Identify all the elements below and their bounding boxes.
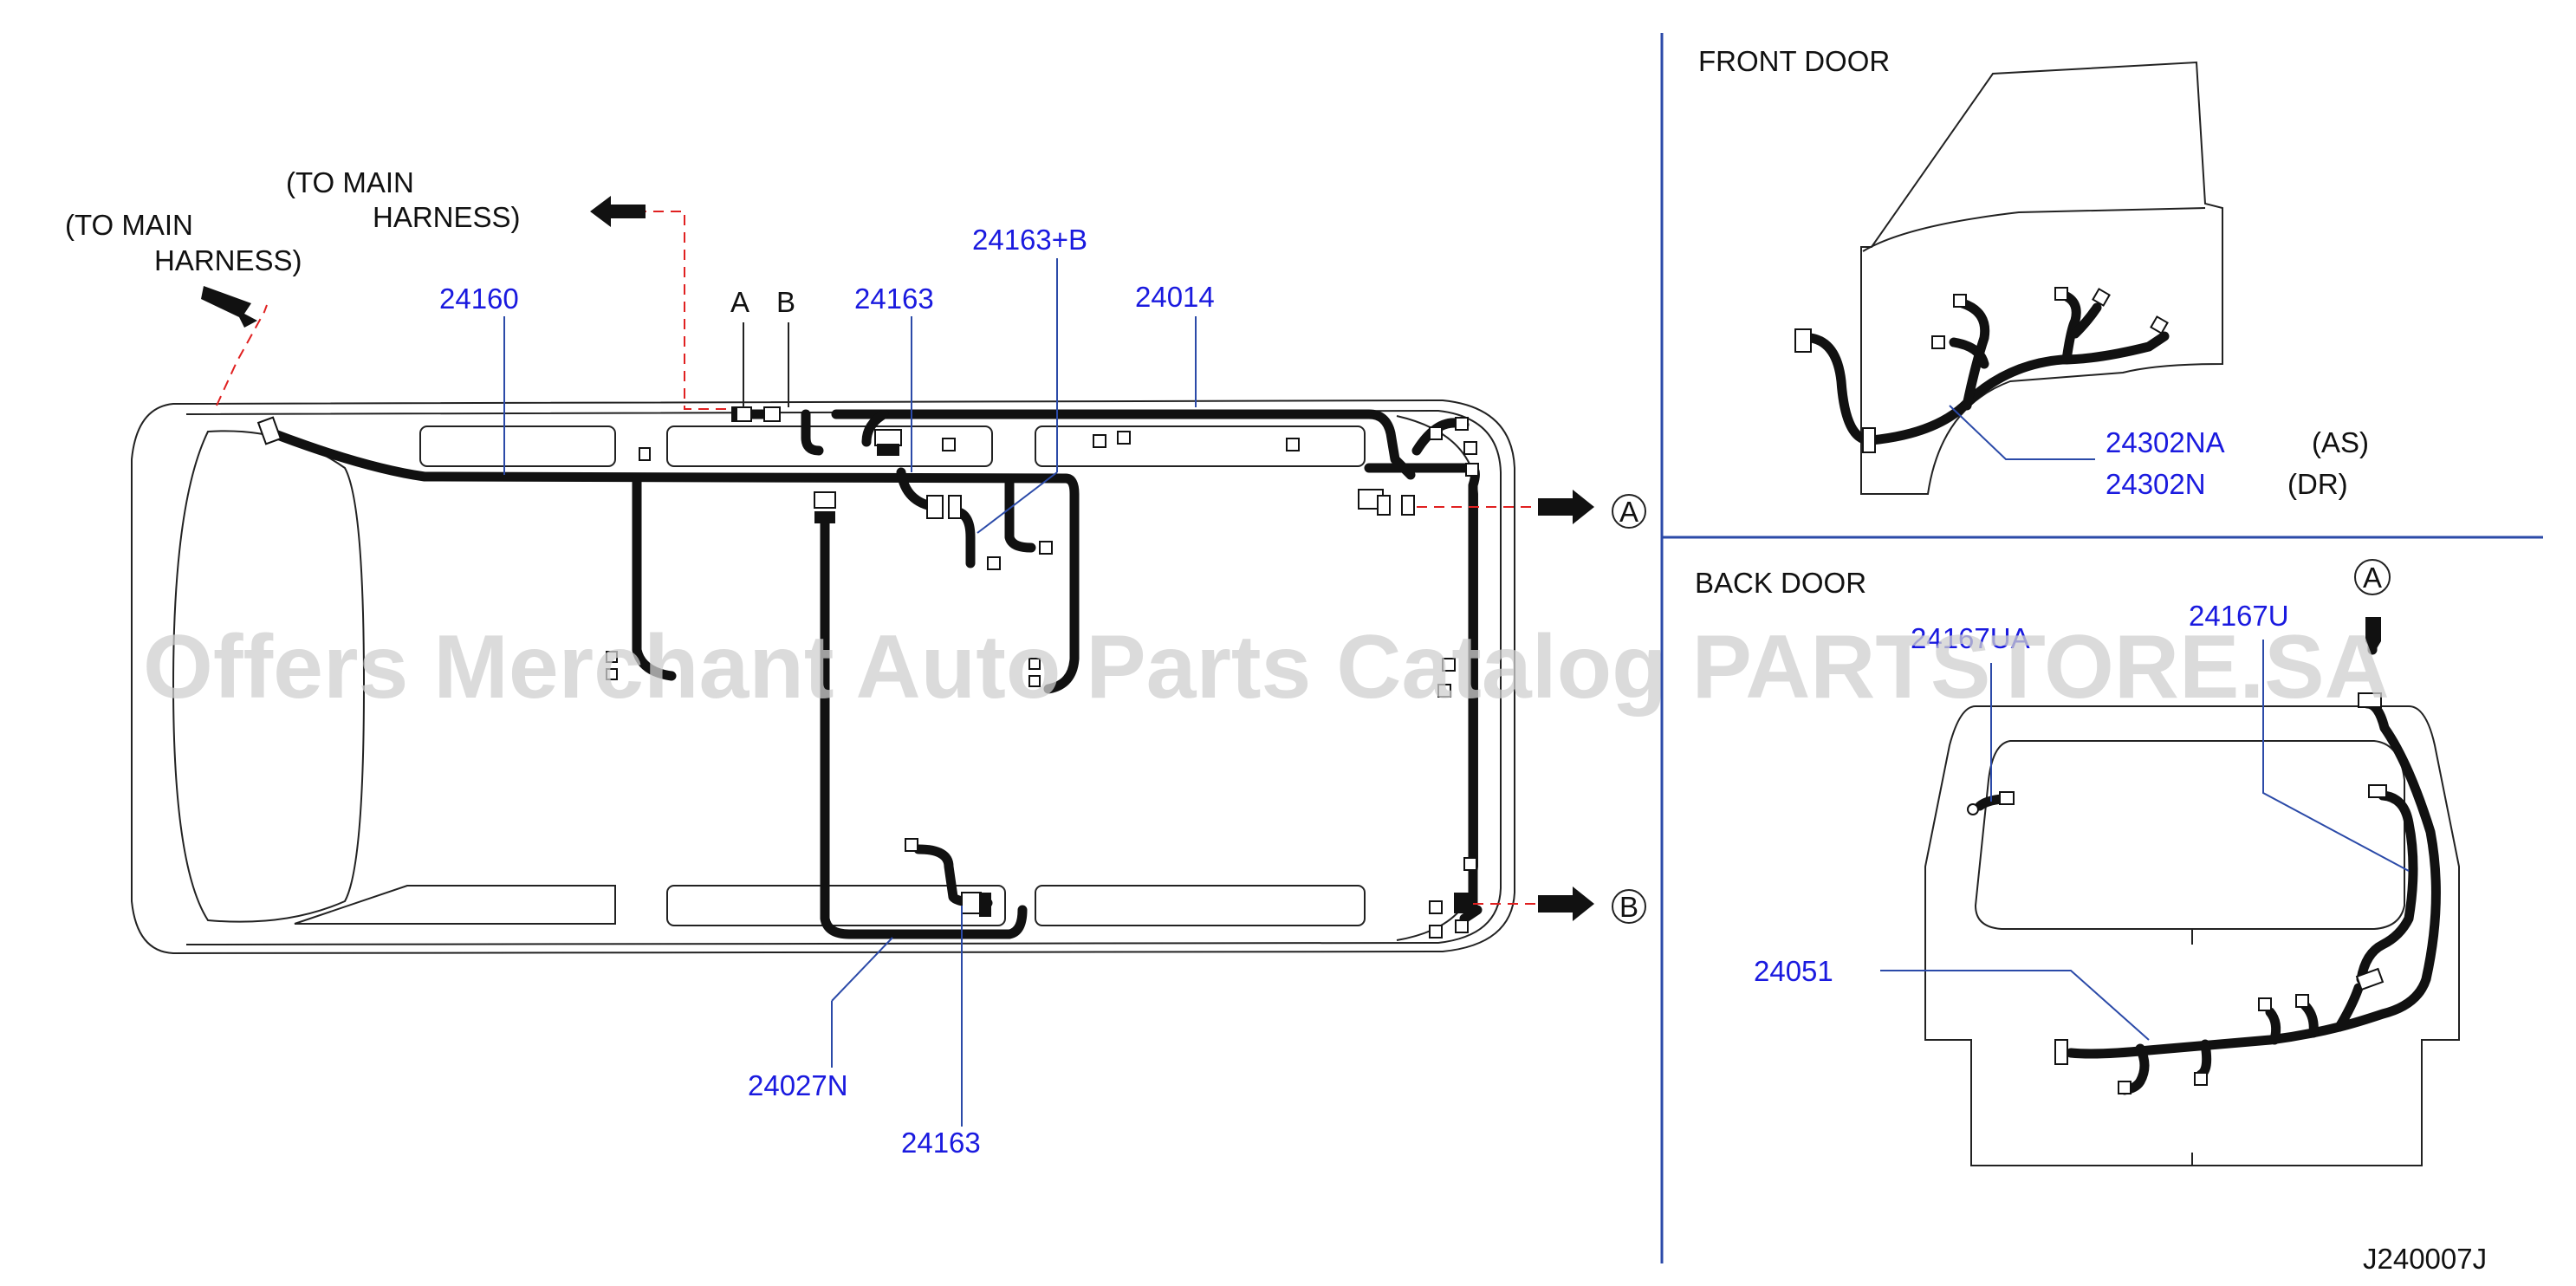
body-leaders — [503, 258, 1197, 1127]
callout-circle-a-back — [2354, 559, 2391, 595]
label-connector-a: A — [730, 286, 749, 318]
label-as: (AS) — [2312, 426, 2369, 458]
part-24163-top: 24163 — [854, 283, 934, 315]
part-24167u: 24167U — [2189, 600, 2289, 632]
body-connectors — [256, 406, 1479, 939]
callout-circle-b — [1612, 889, 1646, 924]
callout-a: A — [1619, 496, 1638, 528]
part-24014: 24014 — [1135, 281, 1215, 313]
part-24160: 24160 — [439, 283, 519, 315]
part-24163-b: 24163+B — [972, 224, 1087, 256]
leader-24302n — [1949, 405, 2095, 460]
label-to-main-harness-left-line2: HARNESS) — [154, 244, 302, 276]
watermark: Offers Merchant Auto Parts Catalog PARTS… — [143, 617, 2390, 718]
callout-a-back: A — [2363, 562, 2382, 594]
label-to-main-harness-left-line1: (TO MAIN — [65, 209, 193, 241]
back-door-title: BACK DOOR — [1695, 567, 1866, 599]
callout-b: B — [1619, 891, 1638, 923]
front-door-outline — [1860, 61, 2223, 495]
front-door-harness — [1794, 287, 2170, 453]
front-door-title: FRONT DOOR — [1698, 45, 1890, 77]
part-24302n: 24302N — [2106, 468, 2206, 500]
route-lines — [216, 211, 1538, 905]
arrow-right-b — [1538, 887, 1594, 921]
label-connector-b: B — [776, 286, 795, 318]
arrow-right-a — [1538, 490, 1594, 524]
back-door-harness — [1967, 617, 2441, 1095]
label-to-main-harness-mid-line2: HARNESS) — [373, 201, 521, 233]
leader-24167u — [2262, 640, 2410, 872]
arrows — [201, 196, 1594, 921]
part-24167ua: 24167UA — [1911, 622, 2030, 654]
part-24051: 24051 — [1754, 955, 1833, 987]
back-door-outline — [1924, 705, 2460, 1166]
arrow-to-main-harness-left — [201, 286, 257, 328]
callout-circle-a — [1612, 494, 1646, 529]
label-to-main-harness-mid-line1: (TO MAIN — [286, 166, 414, 198]
part-24027n: 24027N — [748, 1069, 848, 1101]
part-24163-bottom: 24163 — [901, 1127, 981, 1159]
arrow-to-main-harness-mid — [590, 196, 646, 227]
label-dr: (DR) — [2287, 468, 2348, 500]
leader-24051 — [1880, 970, 2150, 1041]
drawing-code: J240007J — [2363, 1243, 2487, 1275]
part-24302na: 24302NA — [2106, 426, 2225, 458]
